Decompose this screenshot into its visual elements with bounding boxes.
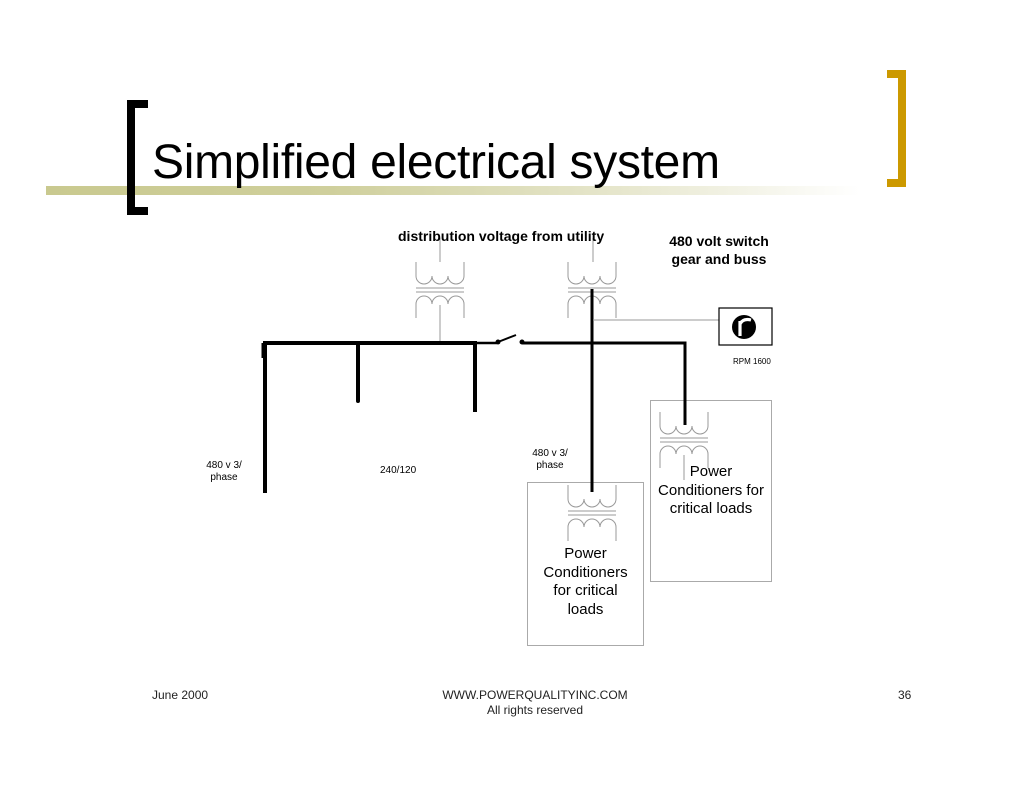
feeder-label-line1: 480 v 3/ — [206, 460, 242, 471]
power-conditioner-2 — [650, 400, 772, 582]
title-underline-bar — [46, 186, 860, 195]
switchgear-label-line2: gear and buss — [671, 251, 767, 267]
label-line: Conditioners for — [658, 481, 764, 499]
feeder-label-480v-right: 480 v 3/ phase — [522, 448, 578, 472]
utility-transformer-1 — [415, 238, 465, 342]
main-bus-right — [522, 289, 719, 483]
main-bus-left — [261, 341, 497, 493]
tie-switch — [495, 334, 525, 345]
feeder-label-line1: 480 v 3/ — [532, 448, 568, 459]
power-conditioner-2-label: Power Conditioners for critical loads — [651, 463, 771, 519]
footer-website: WWW.POWERQUALITYINC.COM — [442, 688, 628, 702]
switchgear-label: 480 volt switch gear and buss — [662, 232, 776, 268]
label-line: for critical — [553, 582, 618, 599]
switchgear-label-line1: 480 volt switch — [669, 233, 769, 249]
label-line: Conditioners — [543, 563, 628, 581]
meter-label: RPM 1600 — [733, 357, 771, 366]
right-bracket-decoration — [887, 70, 906, 187]
slide-title: Simplified electrical system — [152, 136, 720, 189]
power-conditioner-1-label: Power Conditioners for critical loads — [528, 545, 643, 619]
left-bracket-decoration — [127, 100, 148, 215]
feeder-label-240-120: 240/120 — [380, 465, 417, 476]
label-line: critical loads — [669, 500, 753, 517]
power-conditioner-1 — [527, 468, 644, 646]
footer-rights: All rights reserved — [486, 703, 584, 717]
label-line: loads — [567, 600, 604, 618]
r-logo-icon — [732, 315, 756, 339]
feeder-label-480v-left: 480 v 3/ phase — [196, 460, 252, 484]
feeder-label-line2: phase — [210, 472, 238, 483]
label-line: Power — [689, 463, 733, 480]
feeder-label-line2: phase — [536, 460, 564, 471]
footer-center: WWW.POWERQUALITYINC.COM All rights reser… — [400, 688, 670, 718]
utility-label: distribution voltage from utility — [398, 228, 605, 244]
footer-date: June 2000 — [152, 688, 209, 702]
label-line: Power — [564, 545, 607, 562]
utility-transformer-2 — [567, 238, 617, 319]
rpm-meter — [718, 307, 773, 346]
page-number: 36 — [898, 688, 912, 702]
